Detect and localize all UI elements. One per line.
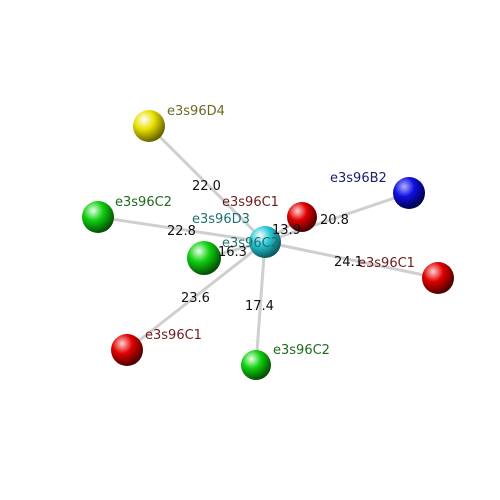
- bond-c1c: [126, 240, 266, 352]
- distance-labels: 22.0 20.8 22.8 13.9 16.3 24.1 23.6 17.4: [167, 179, 363, 314]
- bond-b2: [264, 191, 410, 244]
- distance-c2b: 17.4: [245, 299, 274, 314]
- atom-c2b: [241, 350, 271, 380]
- label-c1b: e3s96C1: [358, 256, 415, 271]
- distance-d3: 16.3: [218, 245, 247, 260]
- bonds: [97, 124, 439, 366]
- atom-b2: [393, 177, 425, 209]
- bond-c2a: [97, 215, 266, 244]
- bond-c1b: [264, 240, 439, 280]
- distance-c1c: 23.6: [181, 291, 210, 306]
- atoms: [82, 110, 454, 380]
- atom-c1b: [422, 262, 454, 294]
- bond-d4: [147, 124, 267, 244]
- atom-c1a: [287, 202, 317, 232]
- bond-c2b: [254, 241, 267, 366]
- atom-d3: [187, 241, 221, 275]
- atom-d4: [133, 110, 165, 142]
- distance-c2a: 22.8: [167, 224, 196, 239]
- label-d4: e3s96D4: [167, 104, 225, 119]
- distance-c1b: 24.1: [334, 255, 363, 270]
- label-c2a: e3s96C2: [115, 195, 172, 210]
- distance-c1a: 13.9: [272, 223, 301, 238]
- distance-b2: 20.8: [320, 213, 349, 228]
- atom-c2a: [82, 201, 114, 233]
- distance-d4: 22.0: [192, 179, 221, 194]
- atom-center: [249, 226, 281, 258]
- atom-labels: e3s96D4 e3s96B2 e3s96C2 e3s96C1 e3s96D3 …: [115, 104, 415, 358]
- label-c1a: e3s96C1: [222, 195, 279, 210]
- label-center: e3s96C2: [222, 236, 279, 251]
- label-c1c: e3s96C1: [145, 328, 202, 343]
- label-b2: e3s96B2: [330, 171, 387, 186]
- label-d3: e3s96D3: [192, 212, 250, 227]
- atom-c1c: [111, 334, 143, 366]
- label-c2b: e3s96C2: [273, 343, 330, 358]
